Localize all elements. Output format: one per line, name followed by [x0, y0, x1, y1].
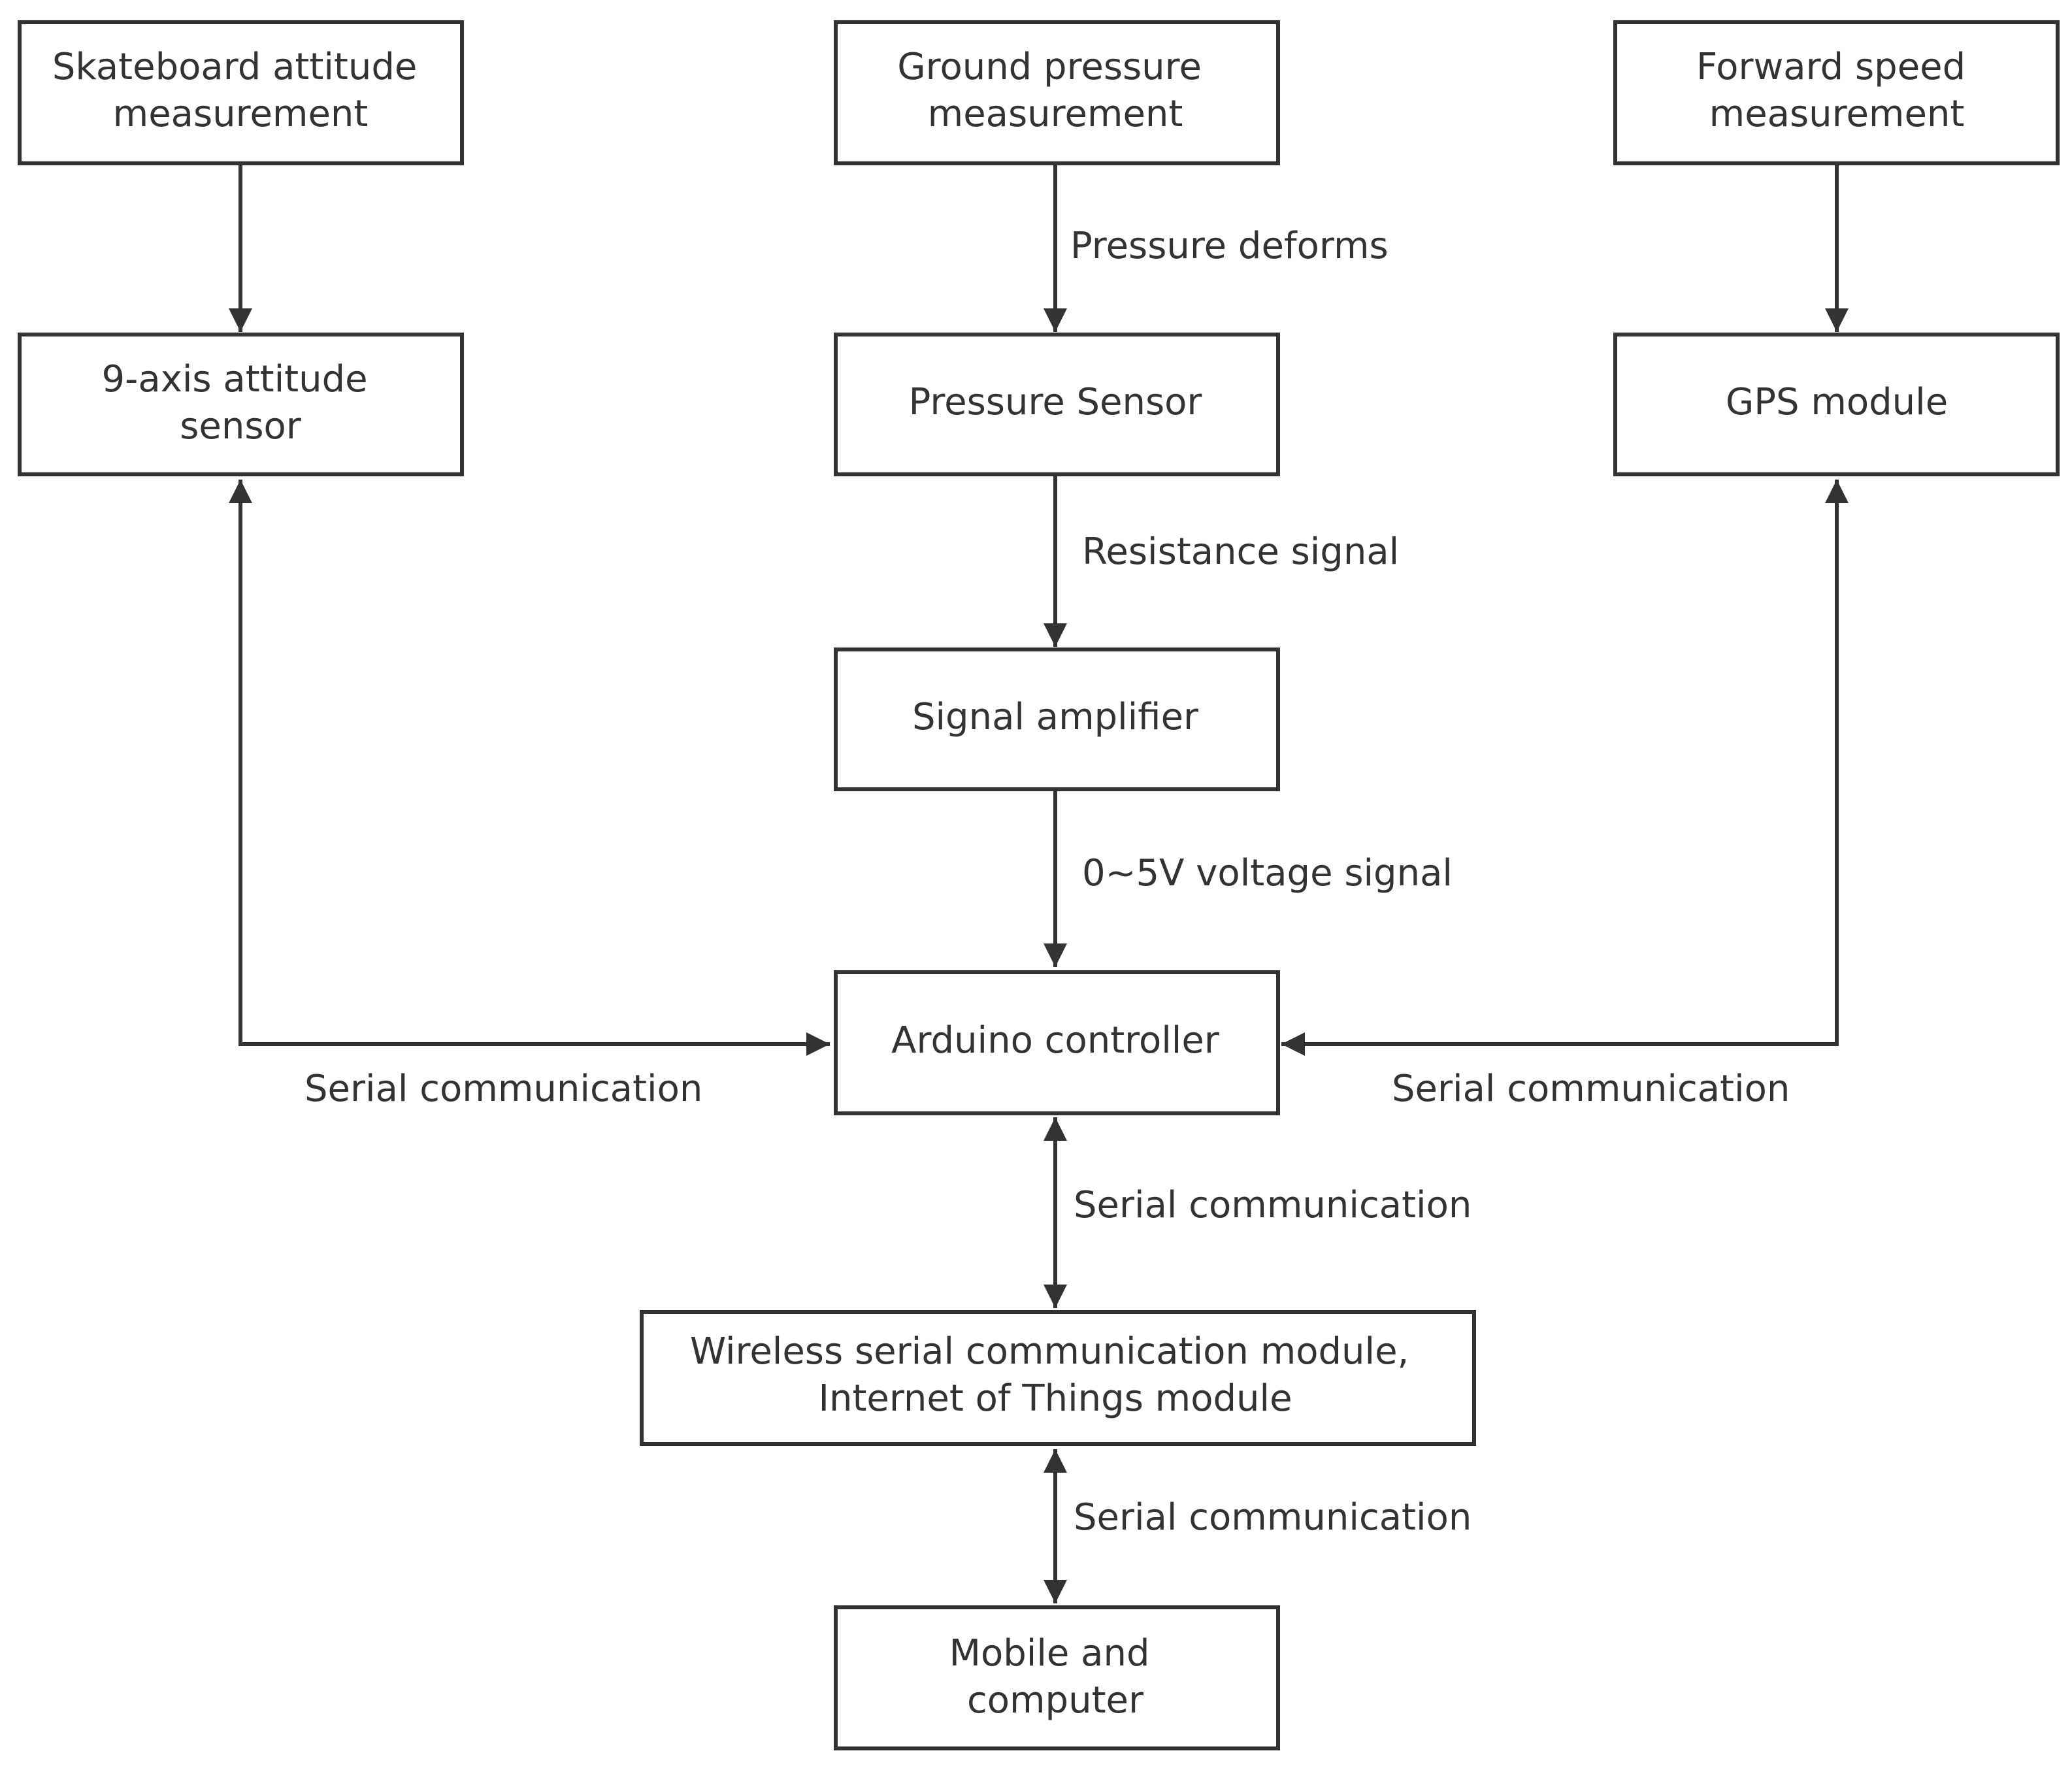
edges [229, 163, 1849, 1603]
label-serial-arduino-wireless: Serial communication [1074, 1184, 1472, 1226]
edge-gps-arduino [1281, 480, 1849, 1056]
svg-text:Mobile and computer: Mobile and computer [949, 1632, 1162, 1722]
svg-text:GPS module: GPS module [1726, 381, 1948, 423]
svg-text:Signal amplifier: Signal amplifier [912, 696, 1199, 738]
node-ground-pressure: Ground pressure measurement [834, 20, 1280, 165]
node-forward-speed: Forward speed measurement [1613, 20, 2060, 165]
node-pressure-sensor: Pressure Sensor [834, 333, 1280, 476]
node-mobile-computer: Mobile and computer [834, 1605, 1280, 1750]
node-attitude-sensor: 9-axis attitude sensor [18, 333, 464, 476]
label-serial-wireless-mobile: Serial communication [1074, 1496, 1472, 1539]
svg-text:Ground pressure measur: Ground pressure measurement [897, 46, 1213, 135]
edge-attitude-sensor-arduino [229, 480, 830, 1056]
edge-labels: Pressure deforms Resistance signal 0~5V … [304, 225, 1790, 1539]
label-voltage-signal: 0~5V voltage signal [1082, 852, 1453, 894]
label-serial-left: Serial communication [304, 1068, 702, 1110]
label-resistance-signal: Resistance signal [1082, 531, 1399, 573]
label-pressure-deforms: Pressure deforms [1070, 225, 1389, 267]
svg-text:Wireless serial communication: Wireless serial communication module, In… [690, 1330, 1421, 1420]
node-gps-module: GPS module [1613, 333, 2060, 476]
node-signal-amplifier: Signal amplifier [834, 647, 1280, 791]
svg-text:Forward speed measurem: Forward speed measurement [1696, 46, 1977, 135]
svg-text:Arduino controller: Arduino controller [891, 1019, 1220, 1062]
svg-text:Skateboard attitude me: Skateboard attitude measurement [52, 46, 429, 135]
node-wireless-module: Wireless serial communication module, In… [640, 1310, 1476, 1446]
nodes: Skateboard attitude measurement Ground p… [18, 20, 2060, 1750]
svg-text:Pressure Sensor: Pressure Sensor [909, 381, 1203, 423]
label-serial-right: Serial communication [1392, 1068, 1790, 1110]
node-arduino-controller: Arduino controller [834, 970, 1280, 1115]
node-skateboard-attitude: Skateboard attitude measurement [18, 20, 464, 165]
svg-text:9-axis attitude sensor: 9-axis attitude sensor [102, 358, 380, 448]
